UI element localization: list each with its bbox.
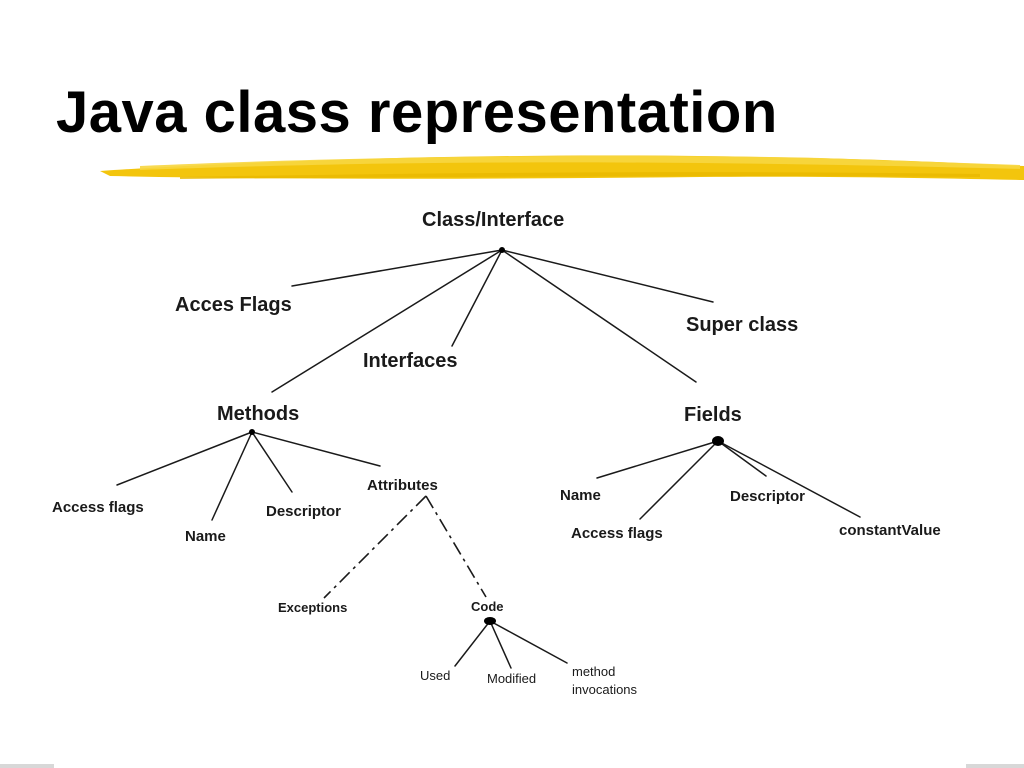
corner-mark-left <box>0 764 54 768</box>
title-underline-brush <box>100 155 1024 180</box>
edge-fields-constant-value <box>717 440 861 518</box>
edge-fields-access-flags <box>639 440 719 520</box>
node-fields-name: Name <box>560 487 601 504</box>
node-methods-access-flags: Access flags <box>52 499 144 516</box>
node-methods: Methods <box>217 403 300 425</box>
node-fields-constant-value: constantValue <box>839 522 941 539</box>
edge-attributes-code <box>425 495 487 598</box>
node-code: Code <box>471 599 504 614</box>
node-exceptions: Exceptions <box>278 600 348 615</box>
edge-root-acces-flags <box>291 249 503 287</box>
junction-code <box>484 617 496 625</box>
edge-code-method-invocations <box>489 620 568 664</box>
node-super-class: Super class <box>686 314 799 336</box>
junction-methods <box>249 429 255 435</box>
edge-root-interfaces <box>451 249 503 347</box>
edge-methods-attributes <box>251 431 381 467</box>
junction-root <box>499 247 505 253</box>
edge-fields-name <box>596 440 719 479</box>
edge-root-super-class <box>501 249 714 303</box>
node-fields-descriptor: Descriptor <box>730 488 806 505</box>
node-code-modified: Modified <box>487 671 537 686</box>
node-methods-name: Name <box>185 528 226 545</box>
node-methods-attributes: Attributes <box>367 477 438 494</box>
edge-attributes-exceptions <box>323 495 427 599</box>
edge-methods-descriptor <box>251 431 293 493</box>
node-code-method-invocations: method invocations <box>572 664 638 697</box>
node-class-interface: Class/Interface <box>422 209 565 231</box>
node-interfaces: Interfaces <box>363 350 458 372</box>
edge-methods-access-flags <box>116 431 253 486</box>
corner-mark-right <box>966 764 1024 768</box>
node-methods-descriptor: Descriptor <box>266 503 342 520</box>
edge-root-methods <box>271 249 503 393</box>
edge-code-modified <box>489 620 512 669</box>
edge-fields-descriptor <box>717 440 767 477</box>
node-fields: Fields <box>684 404 742 426</box>
node-code-used: Used <box>420 668 451 683</box>
node-fields-access-flags: Access flags <box>571 525 663 542</box>
junction-fields <box>712 436 724 446</box>
slide-title: Java class representation <box>56 80 778 145</box>
edge-methods-name <box>211 431 253 521</box>
node-acces-flags: Acces Flags <box>175 294 292 316</box>
edge-root-fields <box>501 249 697 383</box>
edge-code-used <box>454 620 491 667</box>
